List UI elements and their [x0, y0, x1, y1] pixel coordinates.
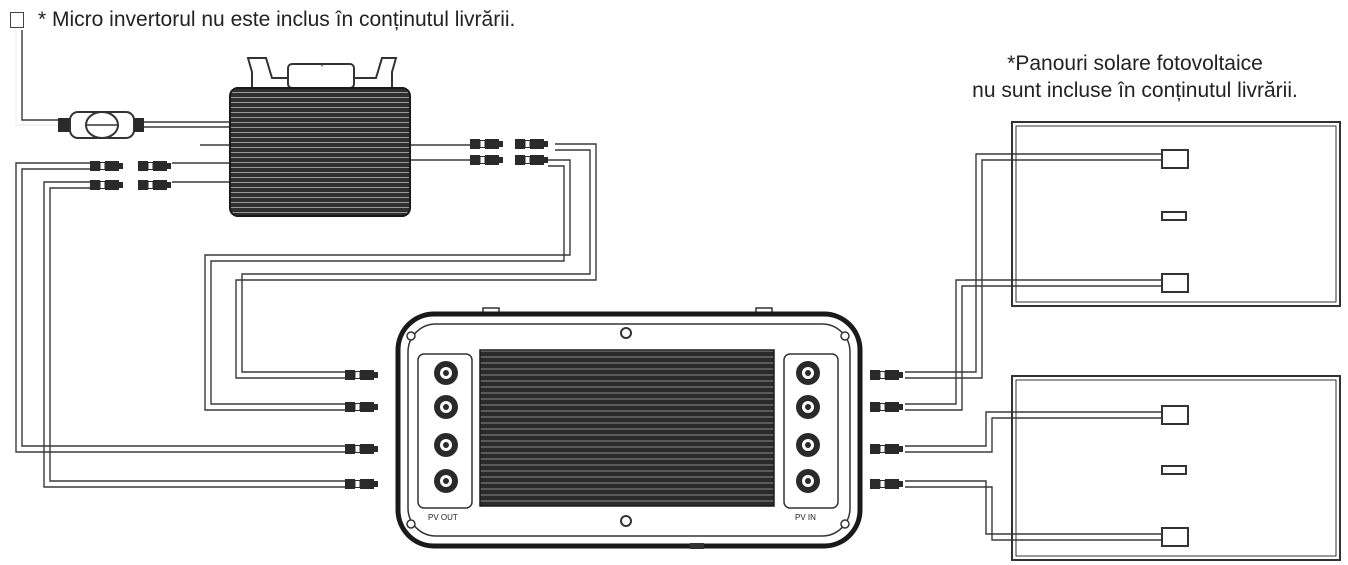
micro-inverter-note-text: * Micro invertorul nu este inclus în con…: [38, 8, 516, 31]
solar-panels-note-line2: nu sunt incluse în conținutul livrării.: [972, 79, 1298, 102]
solar-panels-note-line1: *Panouri solare fotovoltaice: [1007, 52, 1263, 75]
solar-panel-1: [1011, 121, 1341, 307]
ac-cable: [15, 30, 60, 126]
power-station-device: PV OUT PV IN: [395, 307, 863, 549]
micro-inverter: *: [229, 57, 411, 217]
wall-socket-icon: [10, 12, 24, 28]
pv-out-label: PV OUT: [428, 513, 458, 522]
solar-panel-2: [1011, 375, 1341, 561]
pv-out-ports: [434, 361, 458, 493]
micro-inverter-note: * Micro invertorul nu este inclus în con…: [10, 8, 515, 32]
solar-panels-note: *Panouri solare fotovoltaice nu sunt inc…: [900, 50, 1348, 104]
ac-inline-connector: [58, 111, 144, 139]
mount-mark-icon: *: [320, 62, 324, 73]
cables: [15, 121, 1162, 541]
pv-in-label: PV IN: [795, 513, 816, 522]
pv-in-ports: [796, 361, 820, 493]
